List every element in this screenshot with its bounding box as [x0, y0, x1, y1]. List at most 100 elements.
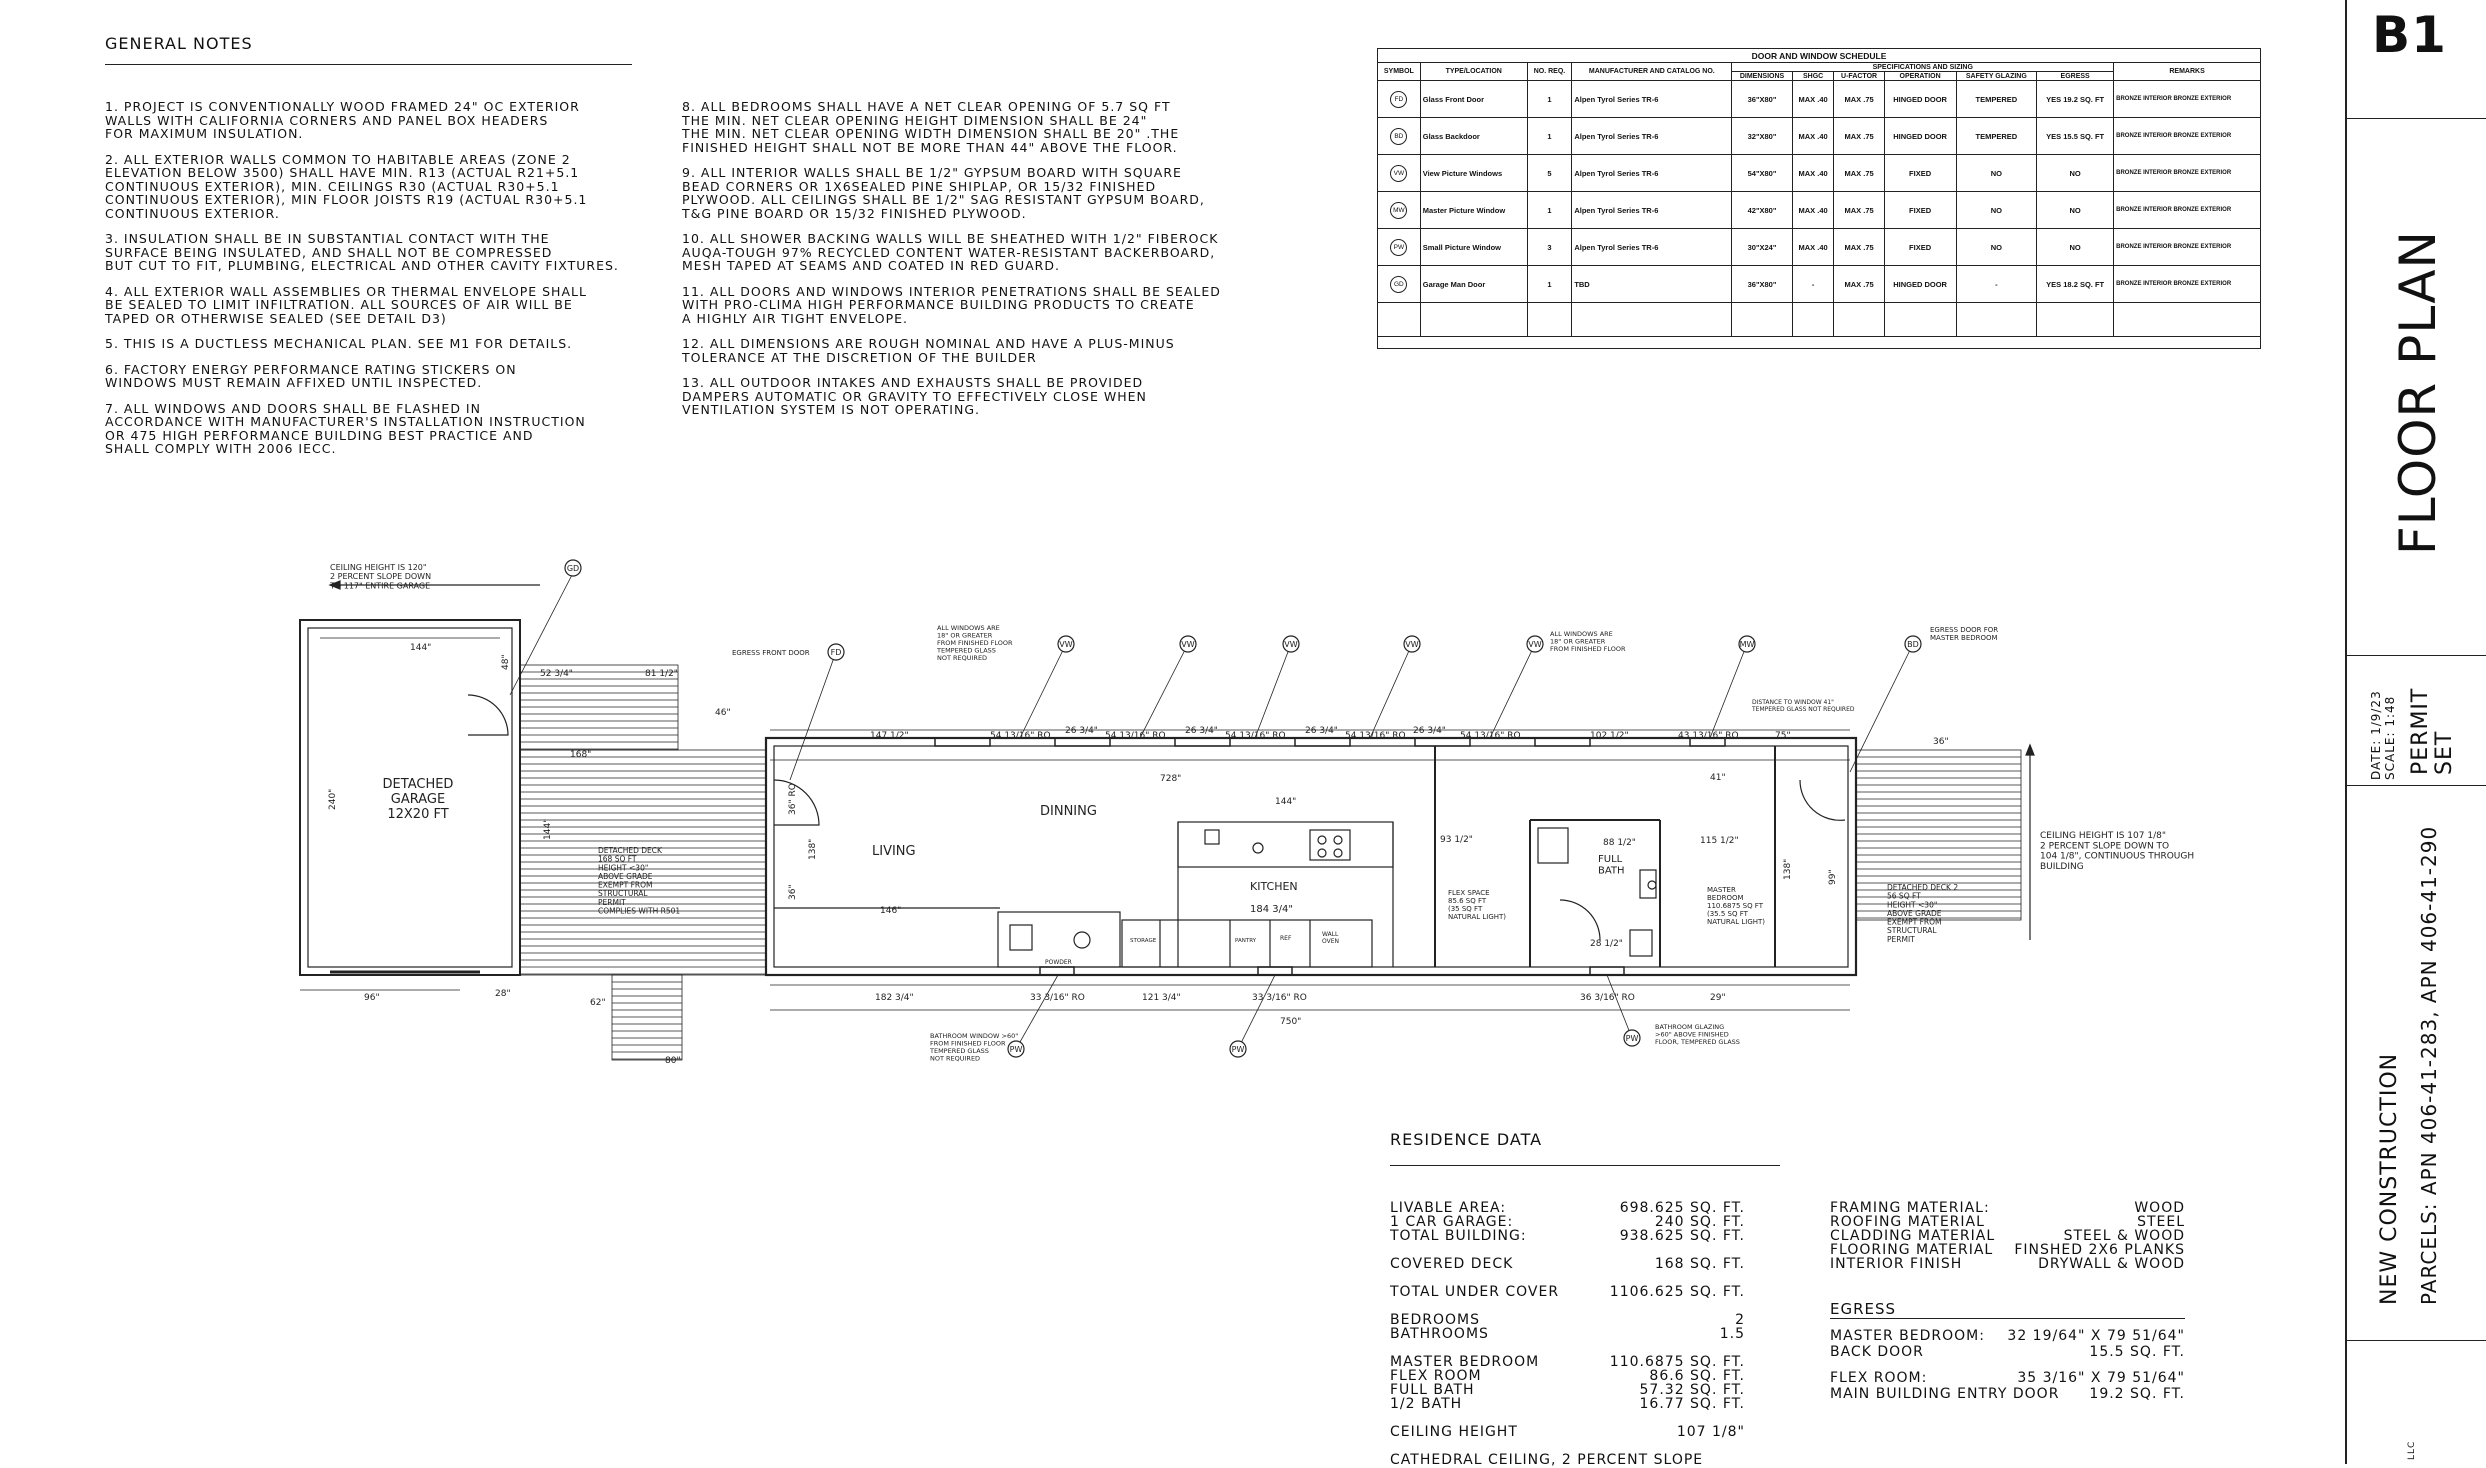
schedule-type: Master Picture Window: [1419, 191, 1528, 229]
col-safety: SAFETY GLAZING: [1955, 71, 2038, 81]
window-mw: [1534, 737, 1591, 747]
house-inner-wall: [773, 745, 1849, 968]
leader-pw-1: [1015, 974, 1059, 1050]
note-1: 1. PROJECT IS CONVENTIONALLY WOOD FRAMED…: [105, 99, 580, 141]
residence-label: CEILING HEIGHT: [1390, 1424, 1518, 1440]
text-line: (35.5 SQ FT: [1707, 910, 1749, 918]
garage-inner-wall: [307, 627, 513, 968]
back-door-swing: [1799, 779, 1846, 821]
label-kitchen: KITCHEN: [1250, 880, 1298, 893]
schedule-dimensions: 36"X80": [1731, 80, 1793, 118]
tag-circles: GD FD VW VW VW VW VW MW BD PW PW PW: [564, 559, 1922, 1058]
label-kitchen-dim: 184 3/4": [1250, 904, 1293, 915]
parcels: PARCELS: APN 406-41-283, APN 406-41-290: [2417, 825, 2441, 1305]
schedule-symbol-tag: BD: [1390, 127, 1408, 145]
floor-plan-drawing: GD FD VW VW VW VW VW MW BD PW PW PW DETA…: [299, 559, 2194, 1066]
dim-62: 62": [590, 998, 606, 1008]
note-12: 12. ALL DIMENSIONS ARE ROUGH NOMINAL AND…: [682, 336, 1175, 365]
note-6: 6. FACTORY ENERGY PERFORMANCE RATING STI…: [105, 361, 517, 390]
residence-label: FRAMING MATERIAL:: [1830, 1200, 1990, 1216]
schedule-ufactor: MAX .75: [1833, 265, 1885, 303]
text-line: 18" OR GREATER: [1550, 637, 1606, 645]
dim-144b: 144": [543, 819, 553, 840]
dim-36ro: 36" RO: [788, 783, 798, 815]
text-line: FLOOR, TEMPERED GLASS: [1655, 1038, 1740, 1046]
schedule-dimensions: 36"X80": [1731, 265, 1793, 303]
tag-vw-4: VW: [1403, 635, 1421, 653]
tag-bd-text: BD: [1907, 640, 1919, 649]
text-line: FROM FINISHED FLOOR: [937, 639, 1013, 647]
firm-suffix: LLC: [2407, 1440, 2417, 1460]
tag-mw-text: MW: [1740, 640, 1755, 649]
residence-label: LIVABLE AREA:: [1390, 1200, 1507, 1216]
schedule-ufactor: MAX .75: [1833, 80, 1885, 118]
bath-door-swing: [1559, 899, 1601, 941]
window-vw-1: [934, 737, 991, 747]
project-name: NEW CONSTRUCTION: [2377, 1052, 2402, 1305]
dim-88: 88 1/2": [1603, 838, 1636, 848]
residence-label: FLOORING MATERIAL: [1830, 1242, 1994, 1258]
note-10: 10. ALL SHOWER BACKING WALLS WILL BE SHE…: [682, 231, 1219, 273]
dim-48: 48": [501, 654, 511, 670]
kitchen-sink: [1252, 842, 1264, 854]
col-operation: OPERATION: [1883, 71, 1957, 81]
tag-vw-3-text: VW: [1284, 640, 1297, 649]
residence-label: MASTER BEDROOM: [1390, 1354, 1540, 1370]
sheet-number: B1: [2372, 6, 2447, 64]
tag-leaders: [509, 572, 1914, 1050]
label-pantry: PANTRY: [1235, 938, 1257, 944]
text-line: 110.6875 SQ FT: [1707, 902, 1764, 910]
text-line: EXEMPT FROM: [1887, 918, 1941, 927]
residence-value: 32 19/64" X 79 51/64" 15.5 SQ. FT.: [2007, 1328, 2185, 1360]
schedule-symbol: VW: [1377, 154, 1421, 192]
dim-garage-side: 240": [328, 789, 338, 810]
residence-label: COVERED DECK: [1390, 1256, 1514, 1272]
schedule-remarks: BRONZE INTERIOR BRONZE EXTERIOR: [2113, 154, 2261, 192]
schedule-ufactor: MAX .75: [1833, 117, 1885, 155]
dim-garage-top: 144": [410, 643, 431, 653]
powder-toilet: [1073, 931, 1091, 949]
notes-rule: [105, 64, 632, 65]
dim-bottom-5: 36 3/16" RO: [1580, 993, 1635, 1003]
col-symbol: SYMBOL: [1377, 62, 1421, 81]
dim-28: 28": [495, 989, 511, 999]
schedule-footer-row: [1377, 336, 2261, 349]
col-egress: EGRESS: [2036, 71, 2115, 81]
schedule-symbol-tag: MW: [1390, 201, 1408, 219]
text-line: BEDROOM: [1707, 894, 1744, 902]
text-line: DETACHED: [383, 777, 454, 792]
schedule-shgc: MAX .40: [1791, 191, 1835, 229]
dim-top-3: 26 3/4": [1185, 726, 1218, 736]
powder-room: [997, 911, 1121, 968]
dim-ro-4: 54 13/16" RO: [1345, 731, 1406, 741]
schedule-dimensions: 30"X24": [1731, 228, 1793, 266]
residence-title: RESIDENCE DATA: [1390, 1130, 1543, 1149]
deck-hatch-lines: [520, 671, 766, 1060]
residence-label: BATHROOMS: [1390, 1326, 1489, 1342]
residence-label: BEDROOMS: [1390, 1312, 1480, 1328]
note-5: 5. THIS IS A DUCTLESS MECHANICAL PLAN. S…: [105, 336, 573, 351]
text-line: 56 SQ FT: [1887, 892, 1921, 901]
residence-label: ROOFING MATERIAL: [1830, 1214, 1985, 1230]
title-block: B1 FLOOR PLAN DATE: 1/9/23 SCALE: 1:48 P…: [2345, 0, 2486, 1464]
text-line: CEILING HEIGHT IS 120": [330, 563, 427, 572]
leader-vw-1: [1019, 643, 1067, 739]
powder-sink: [1009, 924, 1033, 951]
schedule-remarks: BRONZE INTERIOR BRONZE EXTERIOR: [2113, 265, 2261, 303]
schedule-egress: NO: [2036, 191, 2115, 229]
text-line: HEIGHT <30": [1887, 900, 1937, 909]
dim-46: 46": [715, 708, 731, 718]
schedule-symbol-tag: PW: [1390, 238, 1408, 256]
schedule-empty-row: [1377, 302, 2261, 337]
tag-pw-1: PW: [1007, 1040, 1025, 1058]
schedule-mfr: Alpen Tyrol Series TR-6: [1571, 117, 1733, 155]
